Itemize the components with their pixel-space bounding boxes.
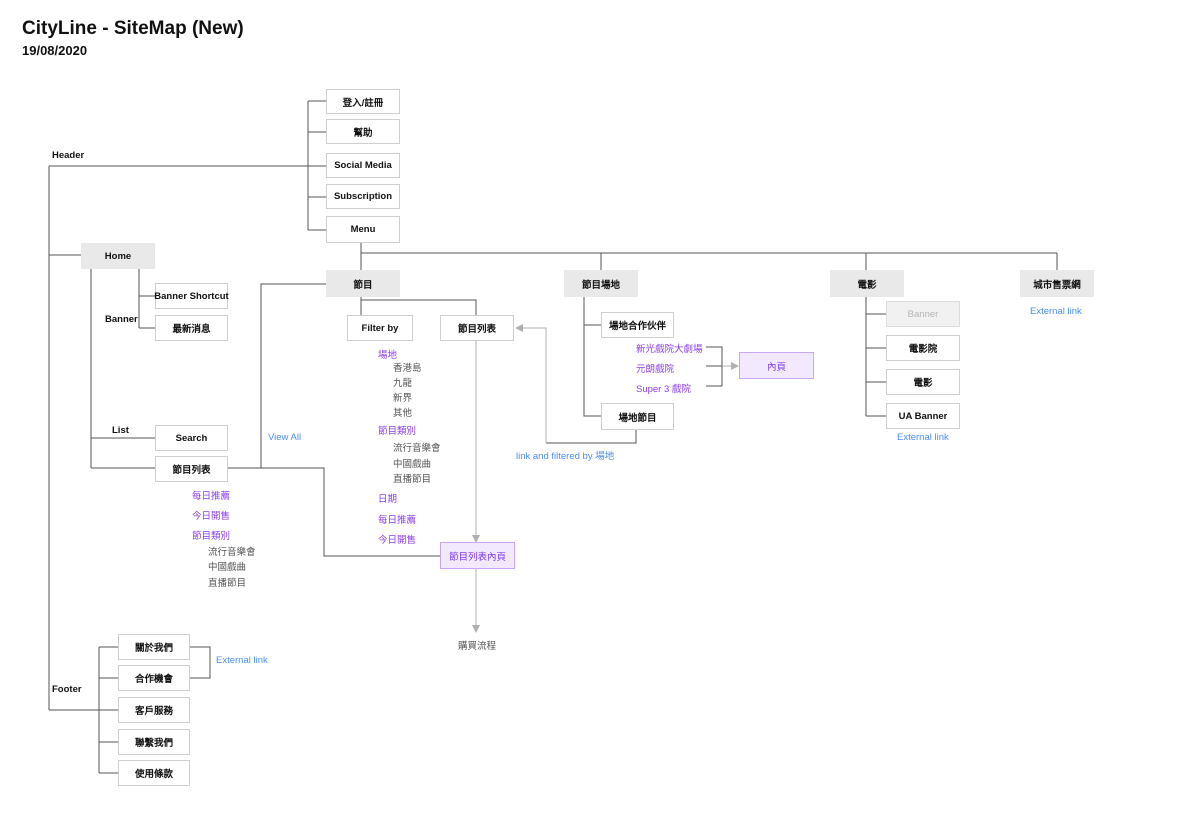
menu-movies-node[interactable]: 電影 <box>830 270 904 297</box>
home-list-category: 節目類別 <box>192 531 231 542</box>
cityline-external-link[interactable]: External link <box>1030 306 1082 317</box>
venue-partner-sunbeam: 新光戲院大劇場 <box>636 344 703 355</box>
movies-cinemas-node[interactable]: 電影院 <box>886 335 960 361</box>
view-all-link[interactable]: View All <box>268 432 302 443</box>
region-others: 其他 <box>393 408 413 419</box>
footer-partnership-node[interactable]: 合作機會 <box>118 665 190 691</box>
menu-cityline-node[interactable]: 城市售票網 <box>1020 270 1094 297</box>
home-program-list-node[interactable]: 節目列表 <box>155 456 228 482</box>
region-kowloon: 九龍 <box>393 378 413 389</box>
venue-partners-node[interactable]: 場地合作伙伴 <box>601 312 674 338</box>
banner-label: Banner <box>105 314 138 325</box>
region-new-territories: 新界 <box>393 393 413 404</box>
menu-programs-node[interactable]: 節目 <box>326 270 400 297</box>
filter-today-sale: 今日開售 <box>378 535 417 546</box>
menu-venues-node[interactable]: 節目場地 <box>564 270 638 297</box>
category-chinese-opera: 中國戲曲 <box>393 459 432 470</box>
footer-label: Footer <box>52 684 82 695</box>
header-menu-node[interactable]: Menu <box>326 216 400 243</box>
movies-films-node[interactable]: 電影 <box>886 369 960 395</box>
header-subscription-node[interactable]: Subscription <box>326 184 400 209</box>
category-live-program: 直播節目 <box>393 474 432 485</box>
home-list-live-program: 直播節目 <box>208 578 247 589</box>
movies-banner-node[interactable]: Banner <box>886 301 960 327</box>
link-filtered-by-venue: link and filtered by 場地 <box>516 451 615 462</box>
home-list-daily-recommend: 每日推薦 <box>192 491 231 502</box>
footer-customer-service-node[interactable]: 客戶服務 <box>118 697 190 723</box>
venue-partner-yuen-long: 元朗戲院 <box>636 364 675 375</box>
header-login-node[interactable]: 登入/註冊 <box>326 89 400 114</box>
list-label: List <box>112 425 129 436</box>
filter-category: 節目類別 <box>378 426 417 437</box>
banner-shortcut-node[interactable]: Banner Shortcut <box>154 283 229 309</box>
footer-terms-node[interactable]: 使用條款 <box>118 760 190 786</box>
region-hk-island: 香港島 <box>393 363 422 374</box>
header-label: Header <box>52 150 85 161</box>
header-help-node[interactable]: 幫助 <box>326 119 400 144</box>
search-node[interactable]: Search <box>155 425 228 451</box>
footer-contact-us-node[interactable]: 聯繫我們 <box>118 729 190 755</box>
filter-date: 日期 <box>378 494 398 505</box>
home-list-today-sale: 今日開售 <box>192 511 231 522</box>
movies-ua-banner-node[interactable]: UA Banner <box>886 403 960 429</box>
page-date: 19/08/2020 <box>22 43 88 58</box>
ua-external-link[interactable]: External link <box>897 432 949 443</box>
venue-inner-page-node[interactable]: 內頁 <box>739 352 814 379</box>
home-node[interactable]: Home <box>81 243 155 269</box>
latest-news-node[interactable]: 最新消息 <box>155 315 228 341</box>
header-social-media-node[interactable]: Social Media <box>326 153 400 178</box>
footer-about-us-node[interactable]: 關於我們 <box>118 634 190 660</box>
home-list-pop-concert: 流行音樂會 <box>208 547 256 558</box>
page-title: CityLine - SiteMap (New) <box>22 18 244 39</box>
venue-partner-super3: Super 3 戲院 <box>636 384 691 395</box>
footer-external-link[interactable]: External link <box>216 655 268 666</box>
home-list-chinese-opera: 中國戲曲 <box>208 562 247 573</box>
filter-daily-recommend: 每日推薦 <box>378 515 417 526</box>
venue-programs-node[interactable]: 場地節目 <box>601 403 674 430</box>
program-detail-page-node[interactable]: 節目列表內頁 <box>440 542 515 569</box>
program-list-node[interactable]: 節目列表 <box>440 315 514 341</box>
category-pop-concert: 流行音樂會 <box>393 443 441 454</box>
filter-by-node[interactable]: Filter by <box>347 315 413 341</box>
filter-venue: 場地 <box>378 350 398 361</box>
purchase-flow-label: 購買流程 <box>458 641 497 652</box>
